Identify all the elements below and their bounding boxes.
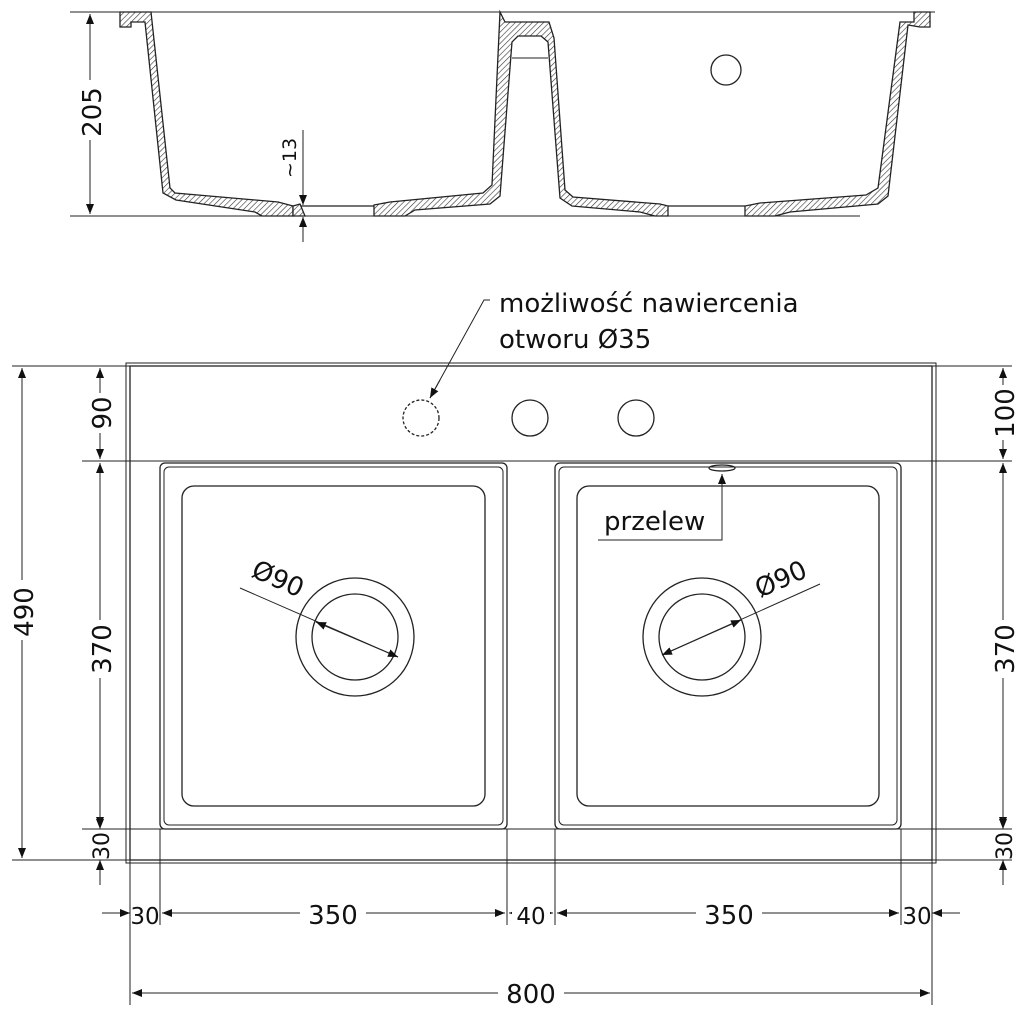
dim-right-top: 100	[991, 388, 1021, 438]
dim-bottom-left-bowl: 350	[308, 901, 358, 931]
dim-right-bottom: 30	[993, 832, 1018, 860]
dim-bottom-right-bowl: 350	[704, 901, 754, 931]
left-drain-edge	[292, 203, 306, 217]
drilling-note-line1: możliwość nawiercenia	[499, 289, 799, 319]
dim-left-bowl: 370	[88, 624, 118, 674]
right-wall-section	[744, 11, 931, 217]
left-drain-outer	[295, 577, 415, 697]
dimensions: 490 90 370 30 100 370 30 30 350 40 350 3…	[8, 365, 1021, 1010]
overflow-leader	[598, 474, 723, 541]
right-drain-dimension-line	[661, 619, 742, 656]
sink-outline-outer	[125, 362, 937, 864]
dim-left-top: 90	[88, 396, 118, 429]
right-drain-outer	[642, 577, 762, 697]
dim-left-total: 490	[10, 587, 40, 637]
bottom-thickness-dimension: ~13	[279, 138, 301, 178]
tap-hole-section	[710, 54, 742, 86]
note-leader	[429, 299, 490, 399]
overflow-slot	[708, 464, 736, 472]
left-drain-dimension-line	[315, 621, 399, 658]
left-wall-section	[119, 11, 294, 217]
dim-left-bottom: 30	[90, 832, 115, 860]
drilling-note-line2: otworu Ø35	[499, 325, 651, 355]
optional-tap-hole	[402, 399, 440, 437]
tap-hole-1	[511, 399, 549, 437]
dim-bottom-left-rim: 30	[130, 904, 159, 930]
right-bowl-floor	[576, 485, 880, 807]
dim-bottom-right-rim: 30	[902, 904, 931, 930]
left-bowl-floor	[181, 485, 486, 807]
overflow-label: przelew	[604, 507, 705, 537]
plan-view: Ø90 Ø90 przelew możliwość nawiercenia ot…	[82, 289, 1012, 864]
section-view: 205 ~13	[70, 9, 935, 242]
depth-dimension: 205	[78, 87, 108, 137]
left-bowl-inner-edge	[163, 466, 504, 826]
left-bowl-floor-section	[373, 9, 669, 217]
left-bowl	[159, 462, 508, 830]
tap-hole-2	[617, 399, 655, 437]
left-drain-diameter: Ø90	[247, 555, 308, 604]
dim-overall-width: 800	[506, 980, 556, 1010]
right-drain-diameter: Ø90	[751, 555, 812, 604]
dim-bottom-divider: 40	[516, 904, 545, 930]
right-drain-inner	[658, 593, 746, 681]
right-bowl	[554, 462, 902, 830]
left-drain-inner	[311, 593, 399, 681]
right-bowl-inner-edge	[558, 466, 898, 826]
sink-outline	[129, 365, 933, 861]
dim-right-bowl: 370	[991, 624, 1021, 674]
